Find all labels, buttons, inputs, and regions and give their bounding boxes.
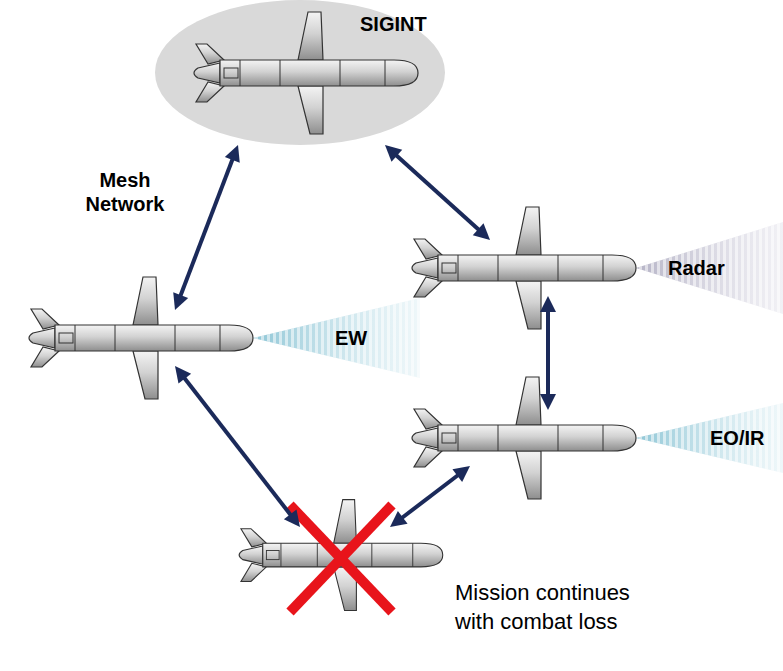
loss-note: Mission continues with combat loss <box>455 579 670 636</box>
drone-eoir: EO/IR <box>413 410 633 466</box>
mesh-link <box>390 466 470 527</box>
sigint-ellipse: SIGINT <box>155 0 445 145</box>
sensor-label: EW <box>335 326 367 350</box>
drone-lost: Mission continues with combat loss <box>240 527 440 579</box>
mesh-link <box>385 145 490 240</box>
mesh-link <box>173 145 240 310</box>
drone-ew: EW <box>30 310 250 366</box>
sensor-label: EO/IR <box>710 426 764 450</box>
sensor-label: Radar <box>668 256 725 280</box>
sensor-label: SIGINT <box>360 12 427 36</box>
mesh-link <box>175 366 300 527</box>
mesh-link <box>540 296 556 410</box>
drone-radar: Radar <box>413 240 633 296</box>
network-label: Mesh Network <box>70 168 180 216</box>
